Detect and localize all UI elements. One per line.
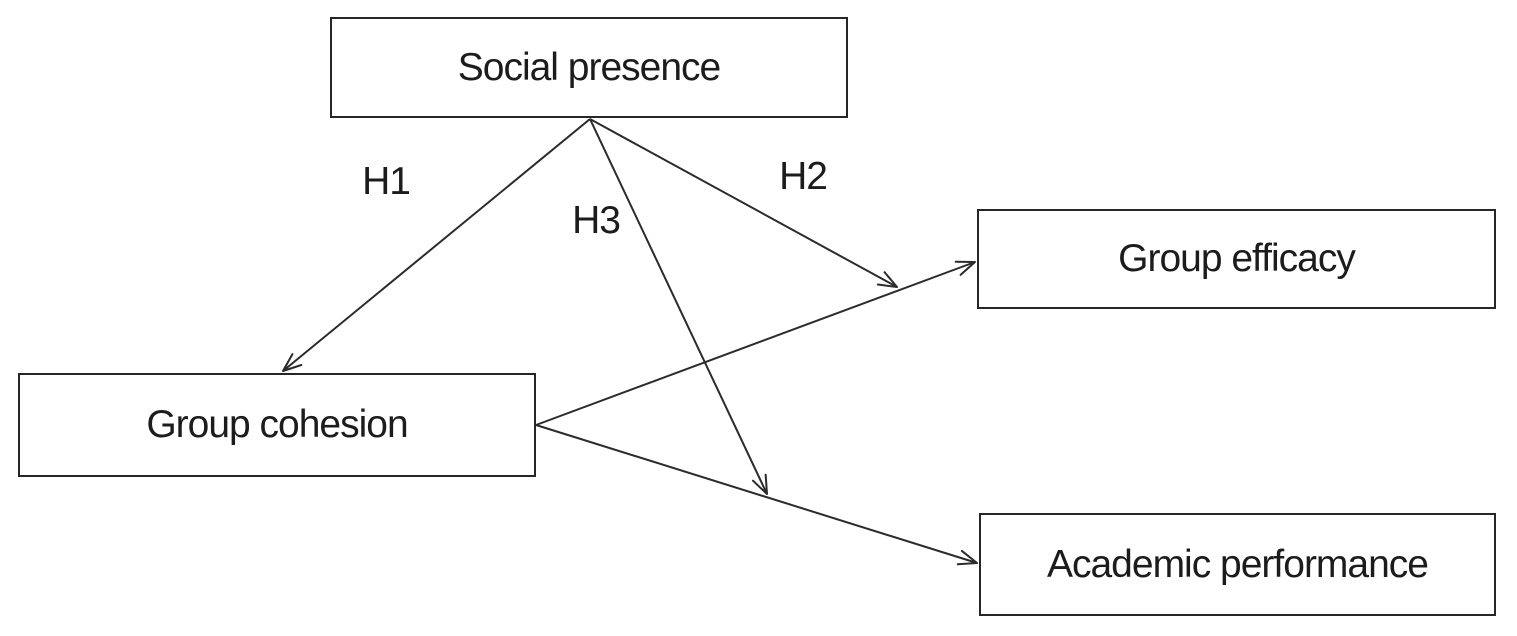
node-group-cohesion-label: Group cohesion — [146, 403, 408, 446]
node-social-presence: Social presence — [330, 17, 848, 118]
node-group-efficacy: Group efficacy — [977, 209, 1496, 309]
node-academic-performance: Academic performance — [979, 513, 1496, 616]
arrow-social-presence-to-academic-performance — [589, 118, 768, 495]
arrow-group-cohesion-to-academic-performance — [535, 424, 978, 566]
arrow-social-presence-to-group-efficacy — [589, 118, 898, 288]
arrow-social-presence-to-group-cohesion — [282, 118, 591, 372]
edge-label-h3: H3 — [572, 199, 621, 242]
node-group-cohesion: Group cohesion — [18, 373, 536, 477]
edge-label-h1: H1 — [362, 160, 411, 203]
node-social-presence-label: Social presence — [457, 45, 721, 89]
node-academic-performance-label: Academic performance — [1046, 542, 1429, 586]
node-group-efficacy-label: Group efficacy — [1118, 237, 1356, 280]
arrow-group-cohesion-to-group-efficacy — [535, 260, 976, 426]
edge-label-h2: H2 — [779, 155, 828, 198]
